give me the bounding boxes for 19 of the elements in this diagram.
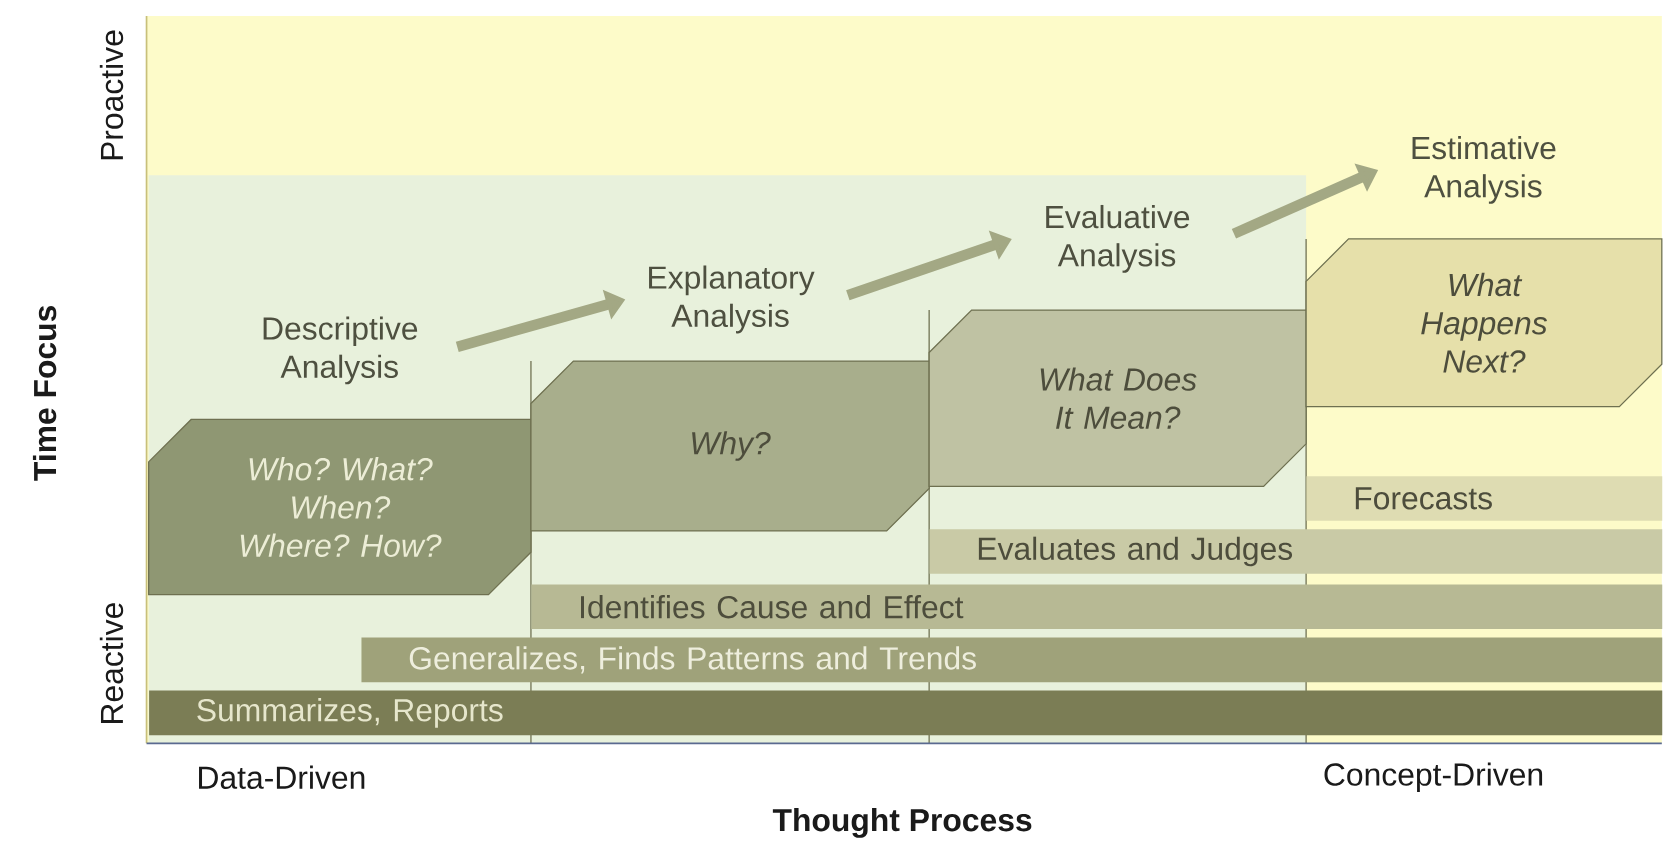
question-box: Who? What? When? Where? How? [148, 419, 532, 596]
heading: Evaluative Analysis [1046, 205, 1190, 274]
axis-title: Thought Process [772, 808, 1032, 839]
heading: Descriptive Analysis [263, 316, 418, 385]
question-box: Why? [530, 360, 930, 532]
axis-label: Concept-Driven [1324, 762, 1543, 793]
axis-label: Proactive [99, 30, 124, 160]
heading: Explanatory Analysis [649, 265, 815, 334]
question-box: What Does It Mean? [928, 309, 1307, 488]
capability-bar: Summarizes, Reports [149, 690, 1663, 736]
axis-label: Reactive [99, 603, 124, 724]
axis-title: Time Focus [32, 306, 57, 481]
capability-bar: Identifies Cause and Effect [531, 584, 1663, 630]
question-box: What Happens Next? [1305, 238, 1663, 408]
capability-bar: Forecasts [1306, 476, 1663, 521]
heading: Estimative Analysis [1412, 136, 1556, 205]
capability-bar: Generalizes, Finds Patterns and Trends [361, 637, 1663, 683]
axis-label: Data-Driven [199, 765, 365, 790]
capability-bar: Evaluates and Judges [929, 529, 1663, 575]
